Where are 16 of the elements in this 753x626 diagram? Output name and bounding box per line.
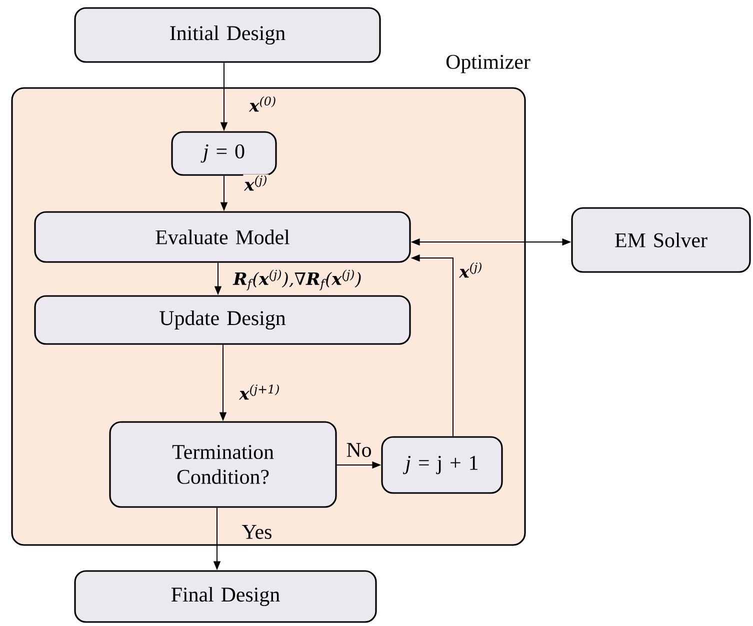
edge-label: Yes xyxy=(240,524,274,540)
edge-label: x$^{(j)}$ xyxy=(458,261,484,279)
edge-label: x$^{(j)}$ xyxy=(243,174,269,192)
edge-label: x$^{(j+1)}$ xyxy=(238,383,282,401)
edge-label: x$^{(0)}$ xyxy=(248,95,278,113)
process-box: Update Design xyxy=(34,295,411,345)
process-box: Evaluate Model xyxy=(34,211,411,263)
edge-label: No xyxy=(345,442,373,458)
process-box: Initial Design xyxy=(74,7,381,63)
process-box: EM Solver xyxy=(571,207,751,273)
process-box: Final Design xyxy=(74,570,377,623)
process-box: j = 0 xyxy=(171,131,277,176)
panel-heading: Optimizer xyxy=(446,54,530,74)
process-box: Termination Condition? xyxy=(109,421,337,508)
process-box: j = j + 1 xyxy=(381,436,503,494)
edge-label: R$_{f}$(x$^{(j)}$),∇R$_{f}$(x$^{(j)}$) xyxy=(232,268,363,292)
